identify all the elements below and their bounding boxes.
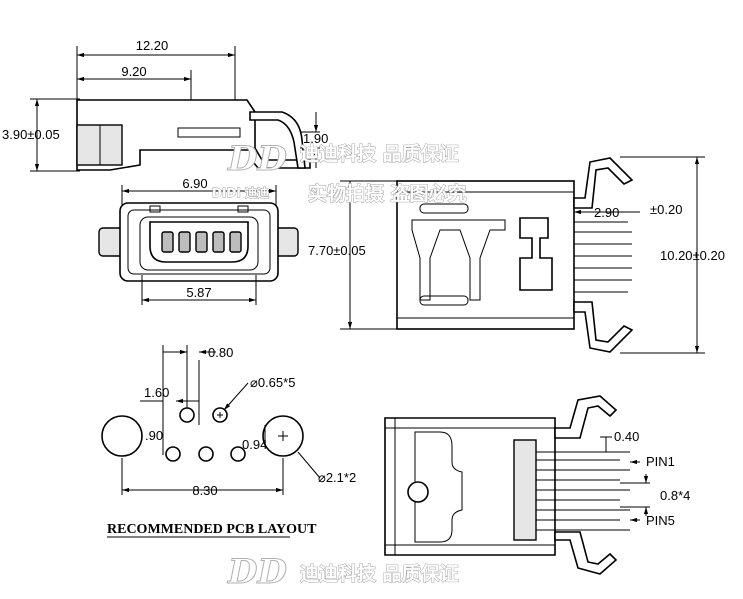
inner-width-dim: 5.87 — [186, 285, 211, 300]
pin1-label: PIN1 — [646, 454, 675, 469]
pin5-label: PIN5 — [646, 513, 675, 528]
pin-hole-dim: ⌀0.65*5 — [250, 375, 295, 390]
tab-height-dim: 1.90 — [303, 131, 328, 146]
watermark-line1: 迪迪科技 品质保证 — [300, 142, 459, 165]
watermark-logo-text: DIDI 迪迪 — [212, 185, 269, 200]
total-length-dim: 12.20 — [136, 38, 169, 53]
pitch-dim: 0.80 — [208, 345, 233, 360]
outer-width-dim: 6.90 — [182, 176, 207, 191]
watermark-line1-bottom: 迪迪科技 品质保证 — [300, 562, 459, 585]
watermark-logo-bottom: DD — [227, 552, 287, 592]
body-length-dim: 9.20 — [121, 64, 146, 79]
body-depth-dim: 7.70±0.05 — [308, 243, 366, 258]
pin-width-dim: 0.40 — [614, 429, 639, 444]
pcb-layout-title: RECOMMENDED PCB LAYOUT — [107, 522, 317, 537]
total-width-dim: 10.20±0.20 — [660, 248, 725, 263]
watermark-bottom: DD 迪迪科技 品质保证 — [227, 552, 460, 593]
watermark-logo: DD — [227, 139, 287, 179]
peg-gap-dim: 0.94 — [242, 437, 267, 452]
top-view: 7.70±0.05 2.90 ±0.20 10.20±0.20 — [308, 156, 725, 354]
peg-hole-dim: ⌀2.1*2 — [318, 470, 356, 485]
watermark-line2: 实物拍摄 盗图必究 — [308, 182, 467, 205]
row-gap-dim: .90 — [145, 428, 163, 443]
pin-pitch-dim: 0.8*4 — [660, 488, 690, 503]
height-dim: 3.90±0.05 — [2, 127, 60, 142]
side-view: 12.20 9.20 3.90±0.05 1.90 — [2, 38, 328, 172]
leg-offset-dim: 2.90 — [594, 205, 619, 220]
row-offset-dim: 1.60 — [144, 385, 169, 400]
leg-tolerance-dim: ±0.20 — [650, 202, 682, 217]
bottom-view: 0.40 PIN1 0.8*4 PIN5 — [384, 395, 690, 575]
watermark-top: DD 迪迪科技 品质保证 实物拍摄 盗图必究 DIDI 迪迪 — [212, 139, 468, 206]
peg-span-dim: 8.30 — [192, 483, 217, 498]
pcb-layout: 0.80 1.60 ⌀0.65*5 .90 0.94 8.30 ⌀2.1*2 R… — [101, 345, 356, 538]
front-view: 6.90 5.87 — [98, 176, 299, 305]
